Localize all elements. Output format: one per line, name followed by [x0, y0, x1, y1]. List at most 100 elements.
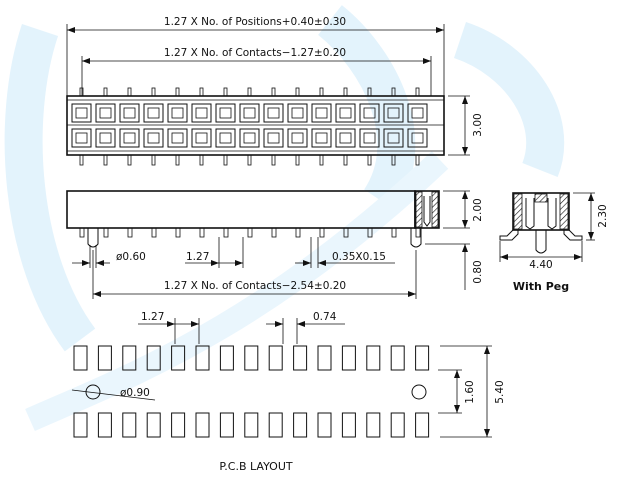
side-view-body: [66, 190, 416, 229]
pcb-pads-upper: [73, 345, 430, 371]
contact-cell-inner: [219, 132, 232, 144]
top-view-contact-cells: [71, 103, 428, 148]
pin-lower: [295, 154, 300, 166]
overall-dimension-label: 1.27 X No. of Positions+0.40±0.30: [164, 16, 346, 28]
contact-cell-inner: [171, 107, 184, 119]
contact-cell-inner: [267, 132, 280, 144]
arrowhead: [454, 405, 460, 413]
contact-cell-inner: [291, 107, 304, 119]
contact-cell-inner: [291, 132, 304, 144]
pcb-pad-lower: [341, 412, 356, 438]
peg-hole-right: [411, 384, 427, 400]
contact-cell-inner: [243, 107, 256, 119]
arrowhead: [408, 291, 416, 297]
contact-cell-inner: [387, 132, 400, 144]
pin-lower: [367, 154, 372, 166]
top-view-pins-upper: [79, 87, 420, 97]
pin-upper: [319, 87, 324, 97]
pcb-pad-upper: [146, 345, 161, 371]
peg-post: [535, 230, 547, 254]
outer-span-label: 5.40: [494, 380, 506, 403]
top-view-pins-lower: [79, 154, 420, 166]
peg-hole-leader: [71, 389, 156, 401]
pcb-pad-lower: [73, 412, 88, 438]
pcb-pad-upper: [97, 345, 112, 371]
arrowhead: [484, 429, 490, 437]
pin-lower: [247, 154, 252, 166]
pin-upper: [415, 87, 420, 97]
contact-size-label: 0.35X0.15: [332, 251, 386, 263]
pcb-pitch-label: 1.27: [141, 311, 164, 323]
contact-tail: [223, 227, 229, 238]
contact-tail: [343, 227, 349, 238]
pin-lower: [319, 154, 324, 166]
contact-cell: [71, 128, 92, 148]
contact-cell: [119, 128, 140, 148]
pcb-pad-lower: [317, 412, 332, 438]
pcb-pad-upper: [366, 345, 381, 371]
pcb-pad-upper: [268, 345, 283, 371]
side-view: ø0.60 1.27 0.35X0.15 1.27 X No. of Conta…: [66, 190, 484, 299]
pcb-pad-lower: [195, 412, 210, 438]
pin-lower: [103, 154, 108, 166]
arrowhead: [462, 191, 468, 199]
arrowhead: [436, 27, 444, 33]
pin-upper: [199, 87, 204, 97]
contact-cell: [335, 103, 356, 123]
contact-cell: [215, 128, 236, 148]
arrowhead: [275, 321, 283, 327]
pin-lower: [199, 154, 204, 166]
pcb-pad-lower: [219, 412, 234, 438]
pcb-pad-upper: [122, 345, 137, 371]
contact-cell-inner: [99, 132, 112, 144]
tail-length-label: 0.80: [472, 260, 484, 283]
pin-upper: [295, 87, 300, 97]
contact-cell: [191, 128, 212, 148]
arrowhead: [235, 260, 243, 266]
pin-upper: [175, 87, 180, 97]
pin-lower: [391, 154, 396, 166]
arrowhead: [67, 27, 75, 33]
arrowhead: [297, 321, 305, 327]
contact-tail: [295, 227, 301, 238]
contact-cell-inner: [195, 132, 208, 144]
pin-lower: [223, 154, 228, 166]
contact-cell: [119, 103, 140, 123]
contact-tail: [367, 227, 373, 238]
contact-tail: [391, 227, 397, 238]
peg-width-label: 4.40: [529, 259, 552, 271]
pin-upper: [391, 87, 396, 97]
pin-upper: [271, 87, 276, 97]
pin-upper: [151, 87, 156, 97]
contact-tail: [175, 227, 181, 238]
arrowhead: [93, 291, 101, 297]
contact-cell-inner: [123, 132, 136, 144]
contact-span-dimension-label: 1.27 X No. of Contacts−1.27±0.20: [164, 47, 346, 59]
pin-upper: [127, 87, 132, 97]
pcb-pad-upper: [73, 345, 88, 371]
contact-cell-inner: [75, 132, 88, 144]
peg-wall-left: [513, 193, 523, 230]
contact-cell: [311, 128, 332, 148]
contact-cell: [215, 103, 236, 123]
contact-cell-inner: [363, 132, 376, 144]
pcb-pad-lower: [244, 412, 259, 438]
arrowhead: [82, 260, 90, 266]
pcb-pad-upper: [293, 345, 308, 371]
pin-upper: [343, 87, 348, 97]
arrowhead: [484, 346, 490, 354]
contact-tail: [319, 227, 325, 238]
pcb-pad-upper: [390, 345, 405, 371]
contact-tail: [79, 227, 85, 238]
contact-cell-inner: [411, 132, 424, 144]
pin-lower: [127, 154, 132, 166]
contact-cell: [239, 103, 260, 123]
contact-cell: [95, 103, 116, 123]
arrowhead: [303, 260, 311, 266]
top-view-body: [66, 95, 445, 156]
peg-view: 4.40 2.30 With Peg: [499, 192, 609, 293]
contact-tail: [103, 227, 109, 238]
contact-cell-inner: [99, 107, 112, 119]
pcb-pad-upper: [195, 345, 210, 371]
pin-lower: [151, 154, 156, 166]
